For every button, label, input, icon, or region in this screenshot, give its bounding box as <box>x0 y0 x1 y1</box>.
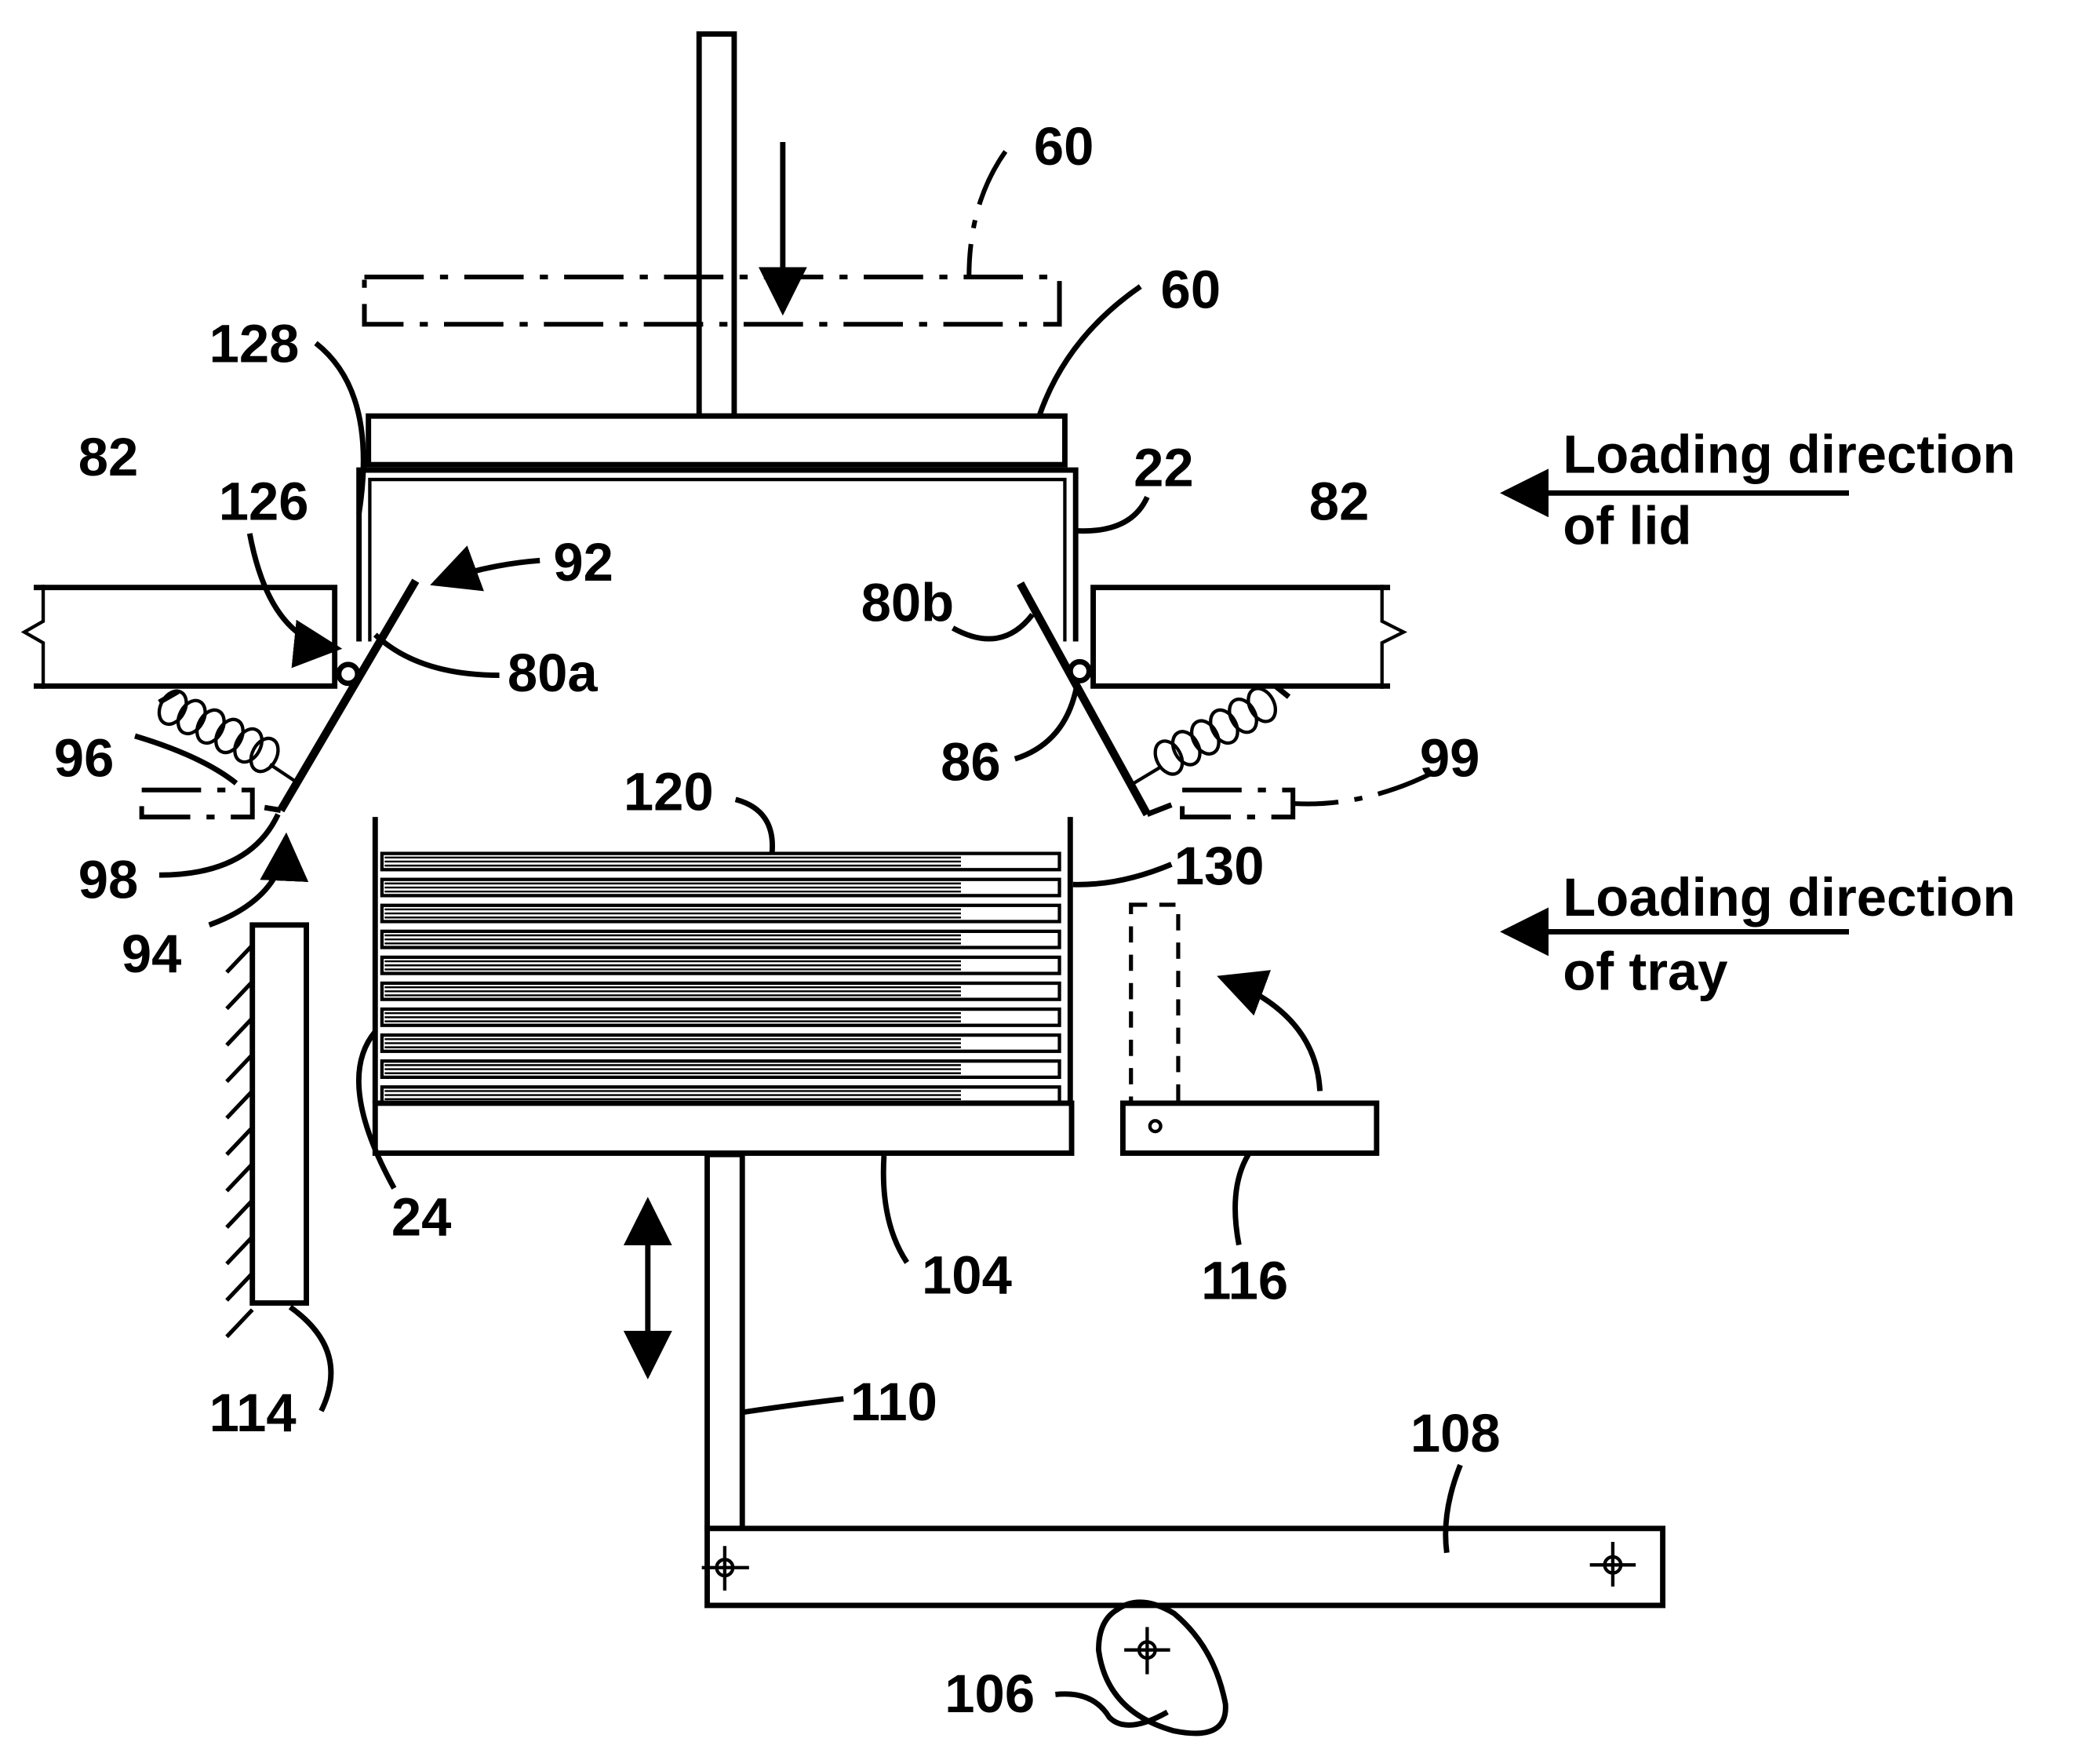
label-82-right: 82 <box>1309 472 1370 532</box>
flap-left <box>281 581 416 810</box>
label-96: 96 <box>54 728 115 789</box>
spring-right-coil <box>1134 683 1289 783</box>
pivot-left <box>339 665 358 683</box>
flap-right-tab <box>1147 805 1171 815</box>
label-24: 24 <box>391 1187 452 1248</box>
flap-right <box>1021 584 1148 815</box>
flap-left-tab <box>264 807 281 810</box>
leader-86 <box>1015 685 1077 760</box>
leader-80b <box>953 614 1033 639</box>
label-108: 108 <box>1410 1403 1501 1463</box>
hatch-line <box>227 1128 253 1154</box>
lever-phantom <box>1131 905 1178 1103</box>
hatch-line <box>227 1019 253 1045</box>
hatch-line <box>227 1310 253 1336</box>
label-128: 128 <box>209 313 300 374</box>
hatch-line <box>227 1164 253 1190</box>
hatch-line <box>227 946 253 972</box>
label-116: 116 <box>1201 1250 1288 1310</box>
leader-130 <box>1073 864 1172 884</box>
stop-right <box>1182 790 1293 817</box>
label-99: 99 <box>1420 728 1480 789</box>
pivot-right <box>1070 661 1089 680</box>
caption-tray-line2: of tray <box>1563 941 1727 1001</box>
leader-116 <box>1236 1154 1249 1245</box>
rail-right <box>1094 588 1390 687</box>
lever-rotation-arrow <box>1221 978 1320 1091</box>
label-120: 120 <box>624 762 714 822</box>
media-stack <box>382 854 1060 1103</box>
guide-hatching <box>227 946 253 1337</box>
caption-lid-line1: Loading direction <box>1563 424 2015 484</box>
label-130: 130 <box>1174 836 1265 896</box>
rail-right-break <box>1382 585 1404 688</box>
rail-left <box>34 588 335 687</box>
label-104: 104 <box>922 1245 1012 1305</box>
label-80b: 80b <box>861 573 955 633</box>
rod-110 <box>708 1154 743 1529</box>
label-86: 86 <box>941 732 1001 793</box>
leader-106 <box>1055 1694 1167 1726</box>
tray-base <box>375 1103 1072 1153</box>
lid-plate <box>369 416 1065 465</box>
hatch-line <box>227 1055 253 1081</box>
hatch-line <box>227 1274 253 1300</box>
label-82-left: 82 <box>78 427 139 487</box>
label-92: 92 <box>553 532 613 592</box>
label-60: 60 <box>1161 260 1221 320</box>
flap-arrow-92 <box>435 560 540 583</box>
hatch-line <box>227 982 253 1008</box>
leader-22 <box>1075 497 1147 530</box>
leader-99 <box>1293 772 1433 804</box>
leader-110 <box>742 1399 843 1412</box>
label-110: 110 <box>850 1372 937 1432</box>
edge-arrow-126 <box>249 534 337 648</box>
label-22: 22 <box>1134 438 1194 498</box>
spring-left-coil <box>154 687 294 781</box>
beam-108 <box>708 1529 1663 1605</box>
label-94: 94 <box>122 924 182 984</box>
label-114: 114 <box>209 1383 297 1443</box>
label-60-phantom: 60 <box>1034 116 1094 177</box>
leader-98 <box>159 815 278 875</box>
caption-lid-line2: of lid <box>1563 496 1691 556</box>
caption-tray-line1: Loading direction <box>1563 867 2015 927</box>
label-106: 106 <box>944 1664 1035 1724</box>
lid-wall <box>359 470 1076 641</box>
leader-120 <box>736 800 773 854</box>
label-126: 126 <box>219 472 309 532</box>
rail-left-break <box>24 585 43 688</box>
leader-60-phantom <box>969 151 1005 277</box>
lid-wall-inner <box>369 479 1065 641</box>
label-80a: 80a <box>508 643 599 703</box>
stop-left <box>142 790 253 817</box>
push-rod <box>699 34 734 416</box>
leader-60 <box>1039 286 1141 416</box>
leader-104 <box>883 1156 907 1263</box>
label-98: 98 <box>78 849 139 909</box>
cam-pivot <box>1124 1627 1170 1674</box>
hatch-line <box>227 1237 253 1263</box>
hatch-line <box>227 1201 253 1227</box>
leader-96 <box>135 736 236 783</box>
leader-128 <box>316 343 364 513</box>
hatch-line <box>227 1091 253 1117</box>
leader-80a <box>375 635 499 676</box>
guide-114 <box>253 925 307 1303</box>
